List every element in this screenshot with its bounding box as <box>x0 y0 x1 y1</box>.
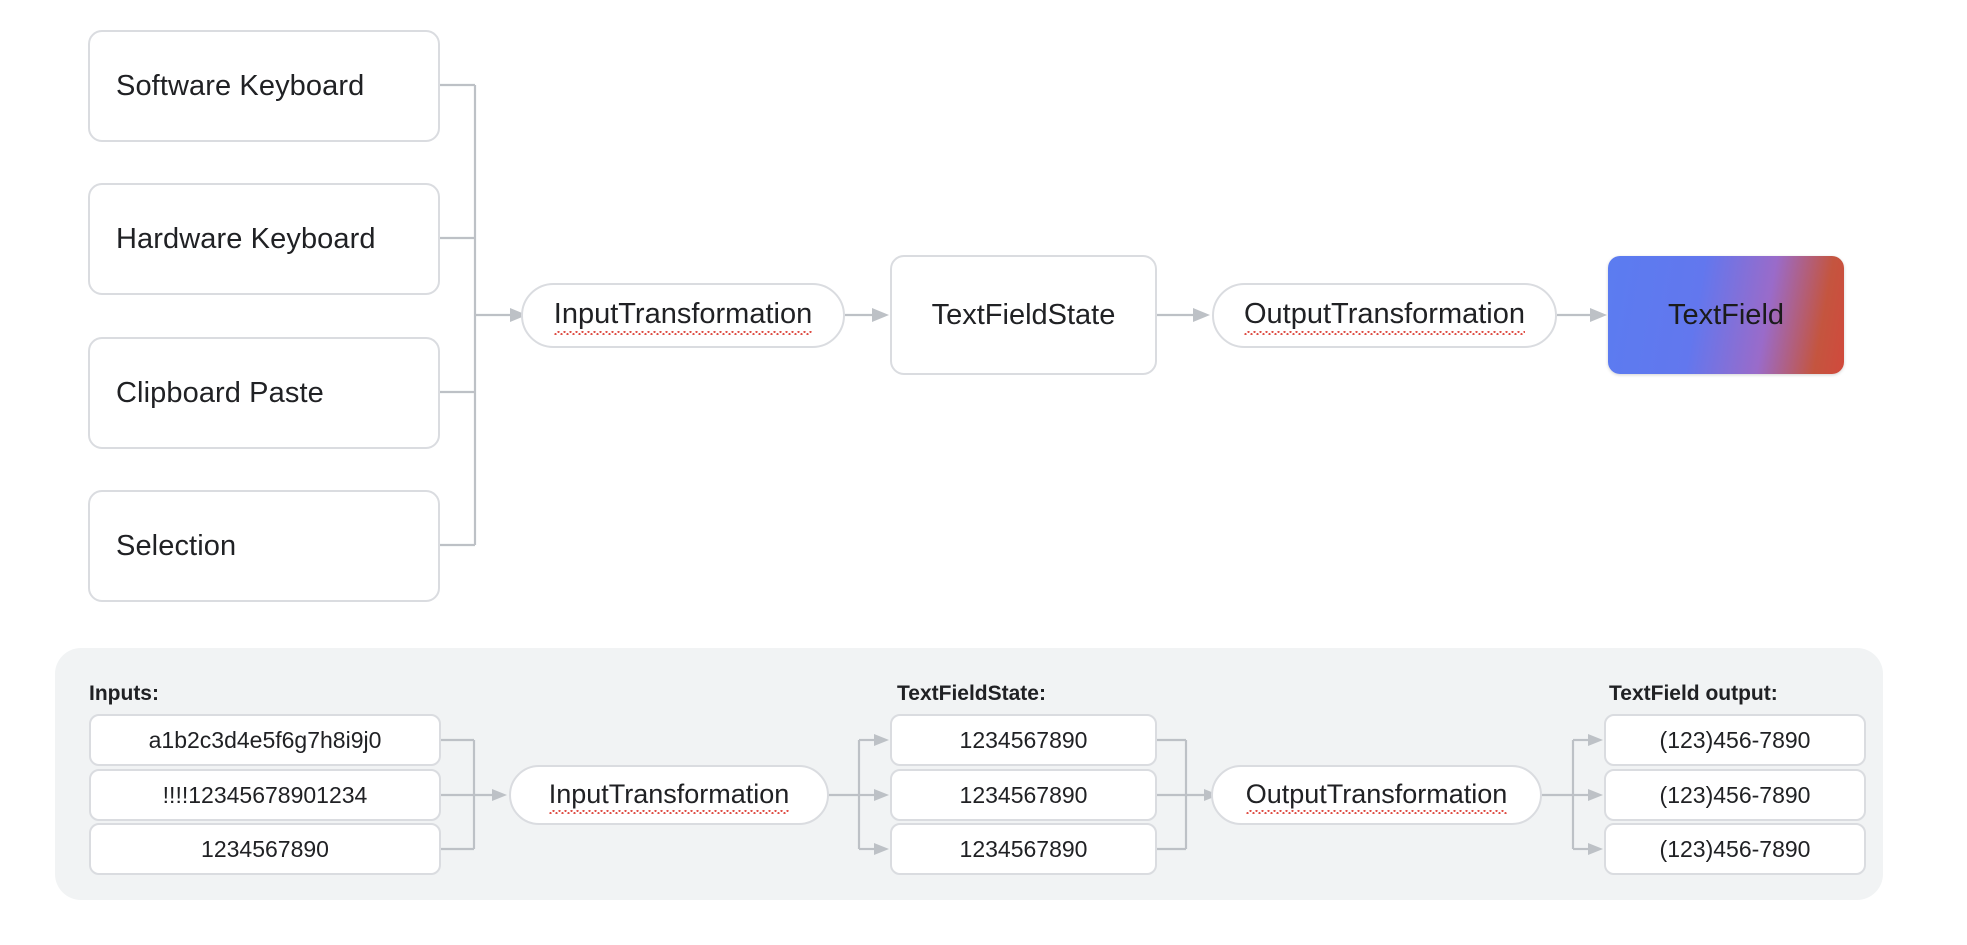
example-input-transformation[interactable]: InputTransformation <box>509 765 829 825</box>
stage-output-transformation[interactable]: OutputTransformation <box>1212 283 1557 348</box>
source-box-selection[interactable]: Selection <box>88 490 440 602</box>
state-value-text: 1234567890 <box>959 835 1088 862</box>
column-title-textfield-output: TextField output: <box>1609 682 1778 705</box>
input-value-text: 1234567890 <box>201 835 329 862</box>
source-label: Clipboard Paste <box>116 376 324 409</box>
input-value-row[interactable]: a1b2c3d4e5f6g7h8i9j0 <box>89 714 441 766</box>
stage-input-transformation[interactable]: InputTransformation <box>521 283 845 348</box>
example-output-transformation[interactable]: OutputTransformation <box>1211 765 1542 825</box>
output-value-text: (123)456-7890 <box>1659 835 1811 862</box>
input-value-row[interactable]: 1234567890 <box>89 823 441 875</box>
column-title-inputs: Inputs: <box>89 682 159 705</box>
output-value-text: (123)456-7890 <box>1659 726 1811 753</box>
source-box-hardware-keyboard[interactable]: Hardware Keyboard <box>88 183 440 295</box>
output-value-row[interactable]: (123)456-7890 <box>1604 769 1866 821</box>
output-value-row[interactable]: (123)456-7890 <box>1604 714 1866 766</box>
source-label: Hardware Keyboard <box>116 222 376 255</box>
stage-textfield-state[interactable]: TextFieldState <box>890 255 1157 375</box>
output-value-text: (123)456-7890 <box>1659 781 1811 808</box>
input-value-text: a1b2c3d4e5f6g7h8i9j0 <box>148 726 382 753</box>
stage-textfield[interactable]: TextField <box>1608 256 1844 374</box>
state-value-row[interactable]: 1234567890 <box>890 714 1157 766</box>
input-value-text: !!!!12345678901234 <box>162 781 368 808</box>
state-value-row[interactable]: 1234567890 <box>890 769 1157 821</box>
stage-label: TextFieldState <box>931 298 1116 331</box>
state-value-text: 1234567890 <box>959 726 1088 753</box>
example-input-transformation-label: InputTransformation <box>548 779 789 814</box>
stage-label: TextField <box>1667 298 1785 331</box>
source-label: Selection <box>116 529 237 562</box>
input-value-row[interactable]: !!!!12345678901234 <box>89 769 441 821</box>
state-value-row[interactable]: 1234567890 <box>890 823 1157 875</box>
state-value-text: 1234567890 <box>959 781 1088 808</box>
stage-label: InputTransformation <box>553 298 813 335</box>
source-box-software-keyboard[interactable]: Software Keyboard <box>88 30 440 142</box>
output-value-row[interactable]: (123)456-7890 <box>1604 823 1866 875</box>
column-title-textfield-state: TextFieldState: <box>897 682 1046 705</box>
source-label: Software Keyboard <box>116 69 365 102</box>
source-box-clipboard-paste[interactable]: Clipboard Paste <box>88 337 440 449</box>
stage-label: OutputTransformation <box>1244 298 1525 335</box>
example-output-transformation-label: OutputTransformation <box>1245 779 1507 814</box>
